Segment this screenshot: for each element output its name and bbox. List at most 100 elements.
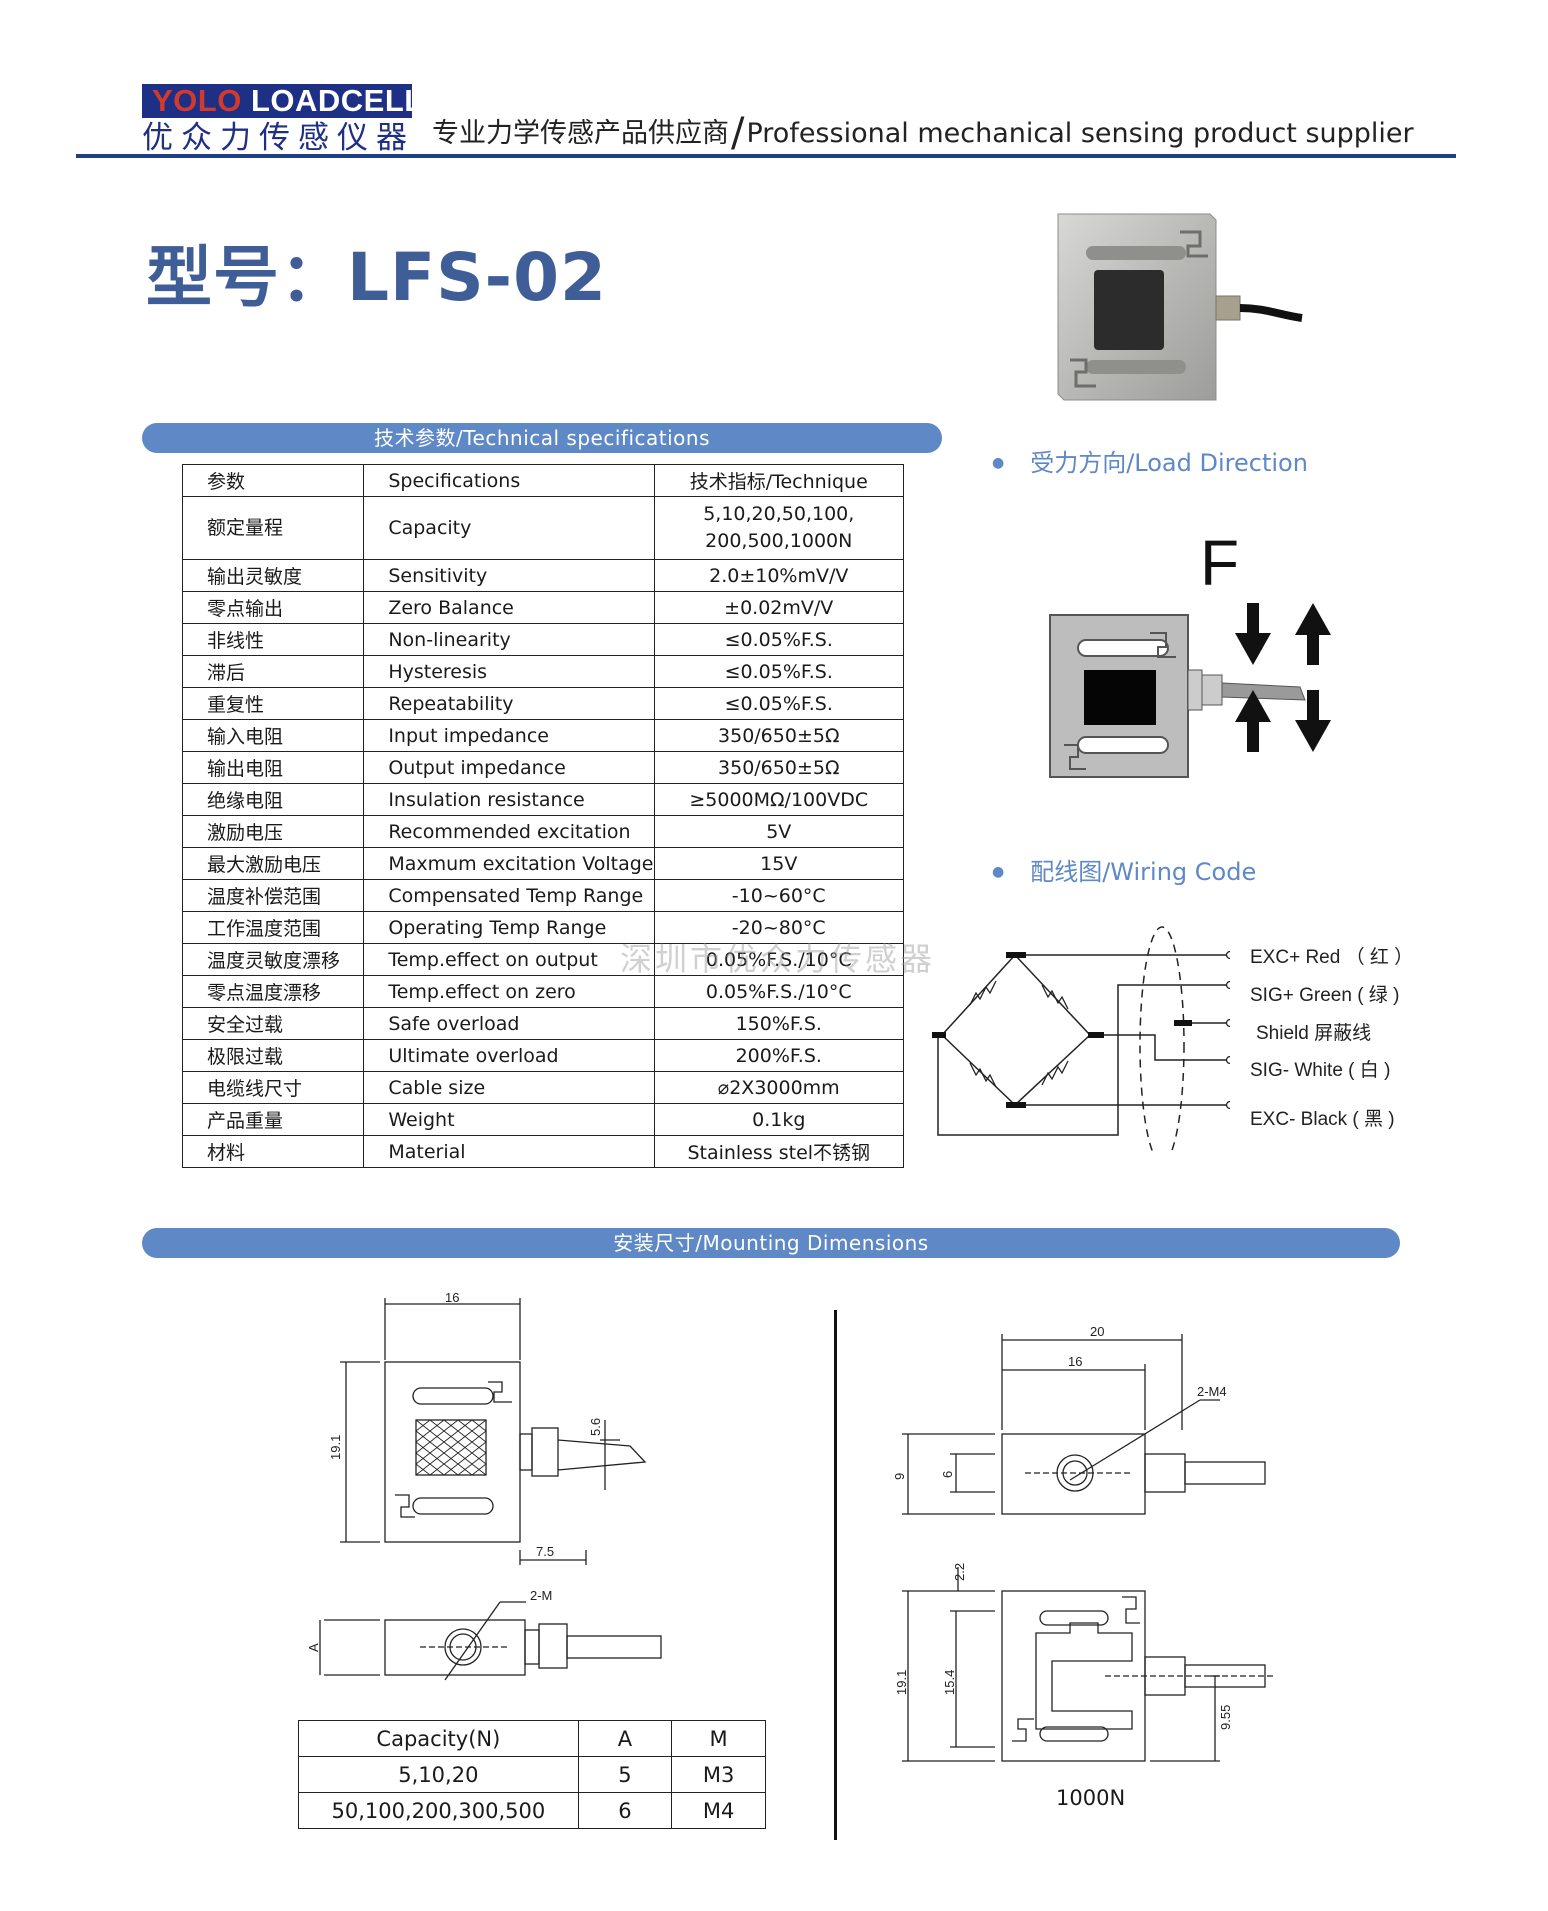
row-en: Capacity — [363, 496, 655, 560]
wire-shield: Shield 屏蔽线 — [1256, 1023, 1372, 1044]
capacity-table: Capacity(N) A M 5,10,20 5 M3 50,100,200,… — [298, 1720, 766, 1829]
table-row: 5,10,20 5 M3 — [298, 1756, 766, 1793]
header-spec: Specifications — [363, 464, 655, 497]
row-cn: 滞后 — [181, 655, 365, 688]
logo-loadcell: LOADCELL — [250, 83, 424, 118]
header-divider — [76, 154, 1456, 158]
load-direction-label: 受力方向/Load Direction — [992, 443, 1308, 478]
row-cn: 安全过载 — [181, 1007, 365, 1040]
row-en: Insulation resistance — [363, 783, 655, 816]
dim-15-4: 15.4 — [942, 1670, 957, 1695]
row-en: Temp.effect on output — [363, 943, 655, 976]
row-cn: 极限过载 — [181, 1039, 365, 1072]
row-en: Output impedance — [363, 751, 655, 784]
row-value: 5,10,20,50,100,200,500,1000N — [653, 496, 904, 560]
row-value: ≥5000MΩ/100VDC — [653, 783, 904, 816]
header-m: M — [671, 1720, 766, 1757]
row-cn: 零点输出 — [181, 591, 365, 624]
row-value: 5V — [653, 815, 904, 848]
capacity-1000n-label: 1000N — [1056, 1786, 1126, 1810]
dim-top-hole: 2-M4 — [1197, 1384, 1227, 1399]
row-en: Compensated Temp Range — [363, 879, 655, 912]
row-cn: 绝缘电阻 — [181, 783, 365, 816]
row-en: Temp.effect on zero — [363, 975, 655, 1008]
row-value: ±0.02mV/V — [653, 591, 904, 624]
wire-sig-plus: SIG+ Green ( 绿 ) — [1250, 985, 1400, 1006]
table-row: 50,100,200,300,500 6 M4 — [298, 1792, 766, 1829]
row-value: 0.05%F.S./10°C — [653, 975, 904, 1008]
dim-top-6: 6 — [940, 1471, 955, 1478]
spec-table-header: 参数 Specifications 技术指标/Technique — [181, 464, 904, 497]
row-value: 150%F.S. — [653, 1007, 904, 1040]
row-value: ≤0.05%F.S. — [653, 623, 904, 656]
cell-a: 5 — [577, 1756, 673, 1793]
row-en: Maxmum excitation Voltage — [363, 847, 655, 880]
header-capacity: Capacity(N) — [298, 1720, 579, 1757]
row-value: -10~60°C — [653, 879, 904, 912]
section-header-technical-specifications: 技术参数/Technical specifications — [142, 423, 942, 453]
row-cn: 温度灵敏度漂移 — [181, 943, 365, 976]
section-header-mounting-dimensions: 安装尺寸/Mounting Dimensions — [142, 1228, 1400, 1258]
row-en: Sensitivity — [363, 559, 655, 592]
company-logo: YOLO LOADCELL 优众力传感仪器 — [142, 83, 423, 158]
top-view-drawing-1000n: 20 16 2-M4 9 6 — [892, 1324, 1266, 1515]
row-value: ⌀2X3000mm — [653, 1071, 904, 1104]
row-en: Cable size — [363, 1071, 655, 1104]
dim-2-2: 2.2 — [952, 1563, 967, 1581]
force-label: F — [1200, 527, 1239, 599]
row-en: Operating Temp Range — [363, 911, 655, 944]
row-en: Hysteresis — [363, 655, 655, 688]
row-en: Recommended excitation — [363, 815, 655, 848]
header-technique: 技术指标/Technique — [653, 464, 904, 497]
dim-19-1: 19.1 — [894, 1670, 909, 1695]
tagline-slash: / — [731, 110, 745, 156]
table-row: 额定量程 Capacity 5,10,20,50,100,200,500,100… — [181, 496, 904, 560]
row-cn: 材料 — [181, 1135, 365, 1168]
dim-side-hole: 2-M — [530, 1588, 552, 1603]
cell-capacity: 50,100,200,300,500 — [298, 1792, 579, 1829]
tagline-en: Professional mechanical sensing product … — [746, 118, 1414, 149]
row-cn: 零点温度漂移 — [181, 975, 365, 1008]
row-cn: 重复性 — [181, 687, 365, 720]
dim-top-9: 9 — [892, 1473, 907, 1480]
header-a: A — [577, 1720, 673, 1757]
watermark-text: 深圳市优众力传感器 — [620, 940, 936, 978]
row-value: 200%F.S. — [653, 1039, 904, 1072]
logo-yolo: YOLO — [152, 83, 242, 118]
dim-9-55: 9.55 — [1218, 1705, 1233, 1730]
row-cn: 非线性 — [181, 623, 365, 656]
row-value-line2: 200,500,1000N — [705, 530, 853, 552]
cell-m: M3 — [671, 1756, 766, 1793]
row-en: Input impedance — [363, 719, 655, 752]
logo-wordmark: YOLO LOADCELL — [142, 83, 423, 118]
mounting-divider — [834, 1310, 837, 1840]
load-direction-diagram: F — [1049, 527, 1331, 778]
dim-side-a: A — [306, 1643, 321, 1652]
logo-chinese-name: 优众力传感仪器 — [142, 120, 415, 156]
side-view-drawing: 2-M A — [306, 1588, 662, 1681]
table-row: Capacity(N) A M — [298, 1720, 766, 1757]
row-cn: 输出电阻 — [181, 751, 365, 784]
dim-cable-length: 7.5 — [536, 1544, 554, 1559]
wiring-diagram — [932, 926, 1230, 1155]
row-en: Zero Balance — [363, 591, 655, 624]
wiring-code-label: 配线图/Wiring Code — [992, 852, 1256, 887]
row-en: Non-linearity — [363, 623, 655, 656]
wire-exc-plus: EXC+ Red （ 红 ） — [1250, 947, 1414, 968]
cell-m: M4 — [671, 1792, 766, 1829]
front-view-drawing: 16 19.1 5.6 7.5 — [328, 1290, 647, 1565]
row-cn: 电缆线尺寸 — [181, 1071, 365, 1104]
